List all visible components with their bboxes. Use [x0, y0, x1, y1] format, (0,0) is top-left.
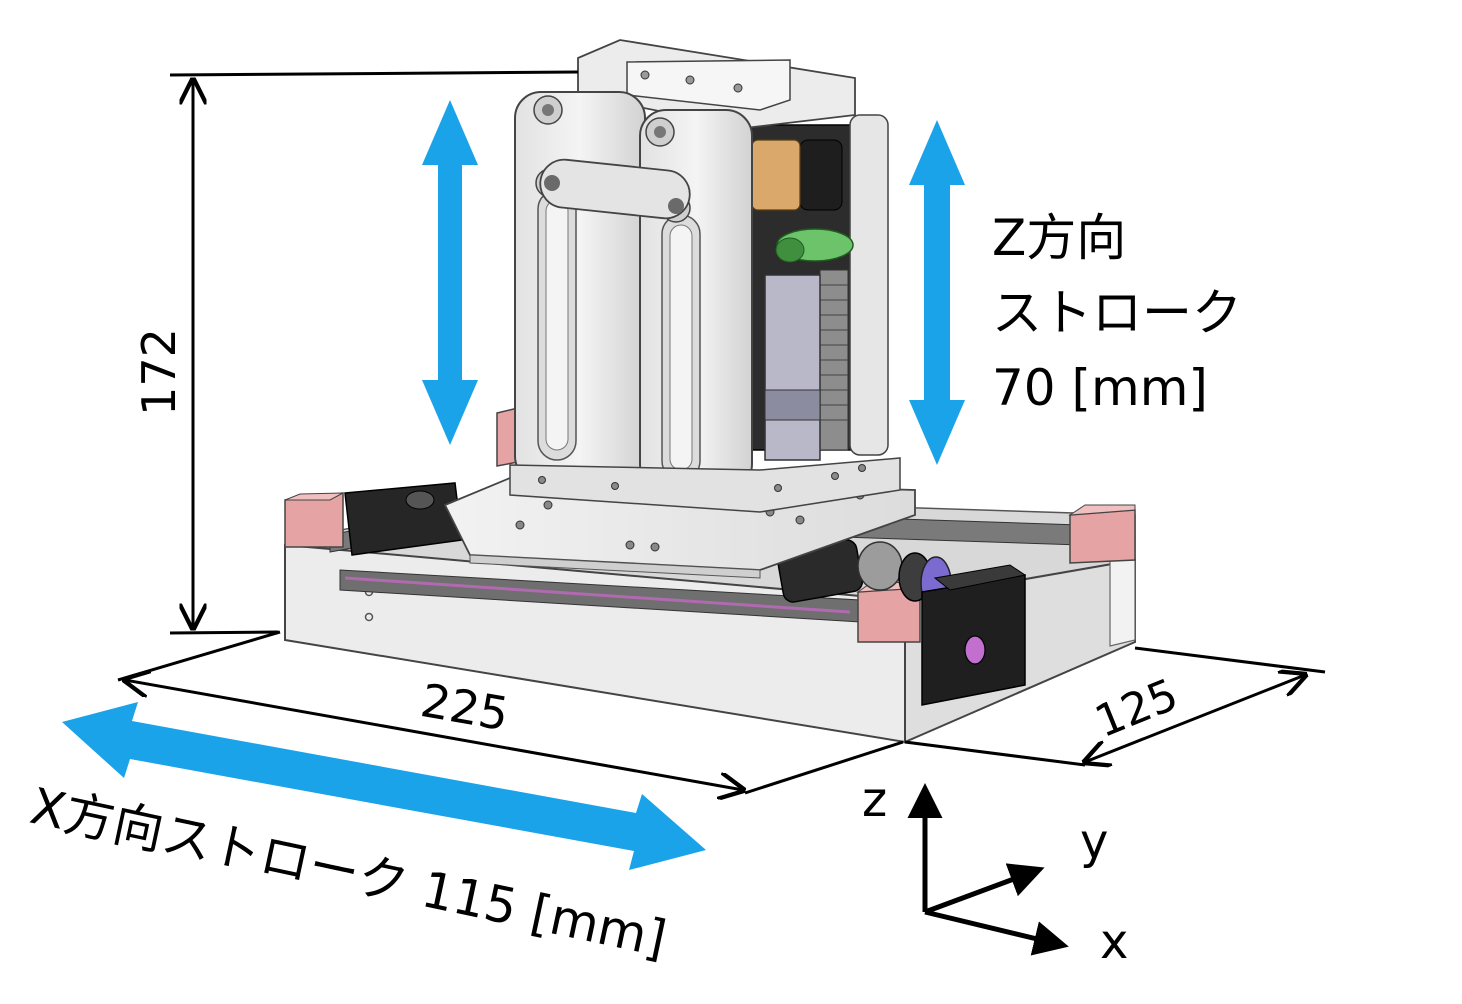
dim-width-value: 125	[1088, 669, 1185, 748]
bracket-bore	[964, 635, 986, 665]
tower-right-frame	[849, 114, 889, 456]
tower-top-bar	[626, 59, 791, 111]
axis-y-line	[924, 863, 1045, 915]
top-bar-holes	[640, 70, 743, 93]
coupling	[857, 541, 903, 591]
dim-height-value: 172	[132, 328, 186, 416]
z-stroke-line3: 70 [mm]	[992, 359, 1208, 417]
z-stroke-arrow-right	[909, 120, 965, 465]
mount-bolts	[538, 464, 866, 492]
belt	[344, 576, 851, 614]
axis-y-label: y	[1080, 814, 1108, 870]
axis-x-label: x	[1100, 914, 1128, 970]
dim-length-value: 225	[417, 673, 513, 741]
z-tower	[509, 39, 901, 513]
z-stroke-label: Z方向 ストローク 70 [mm]	[992, 209, 1242, 417]
dim-width: 125	[904, 646, 1326, 765]
worm-screw	[799, 139, 843, 211]
z-stroke-arrow-left	[422, 100, 478, 445]
x-stroke-arrow	[62, 702, 706, 870]
dim-height: 172	[132, 70, 579, 635]
brass-bearing	[751, 139, 801, 211]
link-plate-right	[639, 109, 753, 491]
stopper-block	[284, 492, 344, 548]
x-end-bracket-top	[933, 564, 1027, 591]
carriage-plate-front	[469, 554, 761, 579]
base-hole	[364, 612, 374, 622]
z-motor	[764, 274, 821, 461]
axis-z-label: z	[862, 772, 887, 828]
z-stroke-line1: Z方向	[992, 209, 1126, 267]
rack-teeth	[820, 284, 848, 421]
z-stroke-line2: ストローク	[992, 284, 1242, 342]
left-end-bracket	[344, 482, 463, 556]
link-plate-left	[514, 91, 646, 483]
axis-x-line	[924, 909, 1069, 956]
coordinate-axes: z y x	[862, 772, 1128, 970]
z-motor-band	[764, 389, 821, 421]
z-gear-hub	[775, 237, 805, 263]
link-bar	[539, 158, 691, 220]
slot-inner	[545, 199, 569, 451]
stopper-block	[1068, 504, 1136, 564]
end-stoppers	[284, 407, 1136, 643]
tower-mount	[509, 457, 901, 513]
slot-inner	[669, 224, 693, 471]
